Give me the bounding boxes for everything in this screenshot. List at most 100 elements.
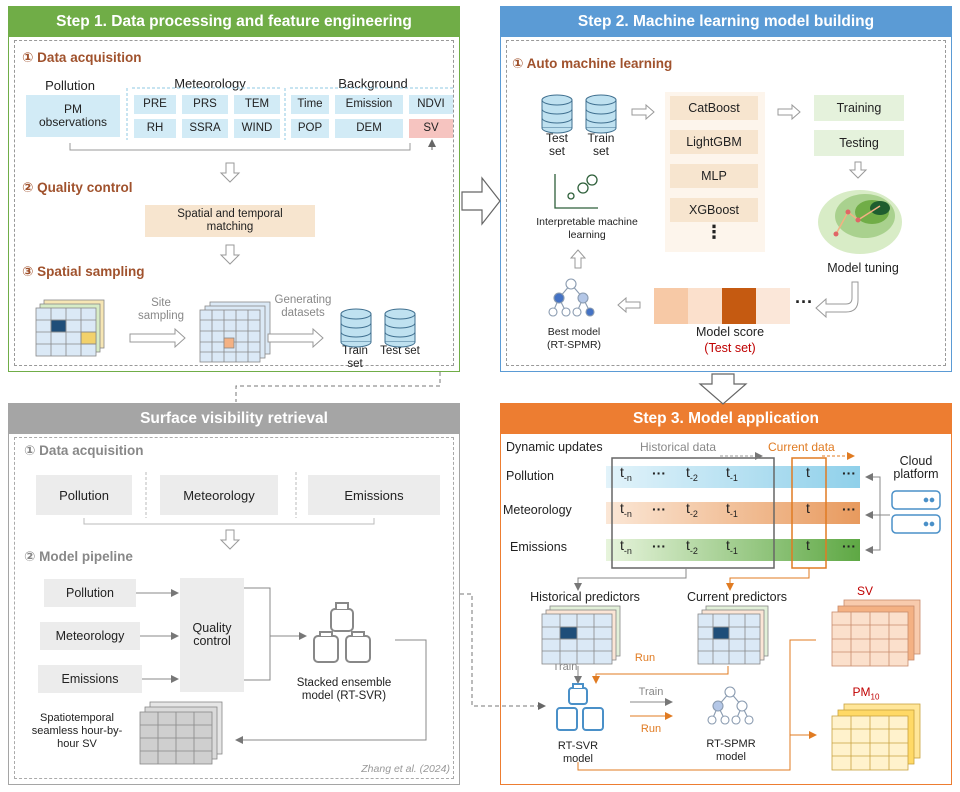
run-label-mid: Run bbox=[640, 723, 662, 735]
step1-separators bbox=[126, 87, 455, 140]
cloud-server-icon bbox=[891, 490, 941, 534]
pm10-output-label: PM10 bbox=[846, 686, 886, 703]
t-label: t-n bbox=[620, 500, 632, 519]
bg-var-sv: SV bbox=[409, 119, 453, 138]
model-score-test-set: (Test set) bbox=[704, 341, 756, 355]
svr-connector bbox=[235, 372, 441, 402]
t-label: t-1 bbox=[726, 500, 738, 519]
step1-down-arrows bbox=[219, 162, 241, 265]
svr-bracket bbox=[83, 518, 375, 525]
grid-stack-left bbox=[35, 299, 105, 357]
step2-to-step3-arrow bbox=[698, 373, 748, 405]
model-tuning-icon bbox=[818, 190, 902, 254]
t-dots: ··· bbox=[842, 465, 856, 481]
svr-acq-emissions: Emissions bbox=[308, 475, 440, 515]
t-label: t bbox=[806, 500, 810, 516]
rt-spmr-label: RT-SPMR model bbox=[706, 738, 756, 763]
best-model-label: Best model (RT-SPMR) bbox=[546, 326, 602, 351]
model-vdots: ⋮ bbox=[705, 222, 723, 242]
grid-stack-middle bbox=[199, 301, 271, 363]
step3-panel: Step 3. Model application bbox=[500, 403, 952, 785]
citation: Zhang et al. (2024) bbox=[361, 763, 450, 775]
seamless-sv-stack bbox=[139, 701, 223, 765]
current-predictors-label: Current predictors bbox=[686, 590, 788, 604]
step3-header: Step 3. Model application bbox=[501, 404, 951, 434]
database-icon-step2-test bbox=[541, 94, 573, 134]
step1-title: Step 1. Data processing and feature engi… bbox=[56, 13, 412, 30]
row-pollution-label: Pollution bbox=[506, 469, 554, 483]
historical-predictors-label: Historical predictors bbox=[530, 590, 640, 604]
row-band-pollution bbox=[606, 466, 860, 488]
database-icon-train bbox=[340, 308, 372, 348]
sv-output-label: SV bbox=[856, 584, 873, 598]
pm-observations-box: PM observations bbox=[26, 95, 120, 137]
t-label: t-2 bbox=[686, 537, 698, 556]
score-cell-1 bbox=[654, 288, 688, 324]
bg-var-dem: DEM bbox=[335, 119, 403, 138]
interpretable-ml-icon bbox=[554, 174, 598, 209]
database-icon-test bbox=[384, 308, 416, 348]
generating-datasets-label: Generating datasets bbox=[274, 294, 332, 319]
met-var-wind: WIND bbox=[234, 119, 280, 138]
best-model-icon bbox=[548, 278, 595, 317]
database-icon-step2-train bbox=[585, 94, 617, 134]
met-var-rh: RH bbox=[134, 119, 176, 138]
step2-auto-title: ① Auto machine learning bbox=[512, 56, 673, 71]
svr-title: Surface visibility retrieval bbox=[140, 410, 328, 427]
site-sampling-arrow bbox=[129, 327, 186, 349]
step2-title: Step 2. Machine learning model building bbox=[577, 13, 875, 30]
spatial-temporal-matching-box: Spatial and temporal matching bbox=[145, 205, 315, 237]
svr-inner-border bbox=[14, 437, 454, 779]
current-window bbox=[791, 457, 827, 569]
sv-output-stack bbox=[831, 599, 921, 667]
stacked-ensemble-icon bbox=[313, 602, 371, 663]
step1-acq-title: ① Data acquisition bbox=[22, 50, 142, 65]
historical-window bbox=[611, 457, 775, 569]
hist-to-predictors bbox=[574, 568, 687, 591]
bg-var-time: Time bbox=[291, 95, 329, 114]
acq-bracket bbox=[69, 143, 411, 151]
step3-title: Step 3. Model application bbox=[632, 410, 820, 427]
current-predictors-grid bbox=[697, 605, 769, 665]
interpretable-ml-label: Interpretable machine learning bbox=[536, 216, 638, 241]
row-band-emissions bbox=[606, 539, 860, 561]
score-dots: ··· bbox=[795, 292, 813, 312]
score-cell-3 bbox=[722, 288, 756, 324]
step1-panel: Step 1. Data processing and feature engi… bbox=[8, 6, 460, 372]
svr-pipe-arrows bbox=[136, 589, 179, 683]
svr-acq-meteorology: Meteorology bbox=[160, 475, 278, 515]
pm-text: PM bbox=[852, 685, 871, 699]
stacked-ensemble-label: Stacked ensemble model (RT-SVR) bbox=[296, 677, 392, 702]
bg-var-ndvi: NDVI bbox=[409, 95, 453, 114]
row-band-meteorology bbox=[606, 502, 860, 524]
pm10-output-stack bbox=[831, 703, 921, 771]
cloud-platform-label: Cloud platform bbox=[893, 454, 939, 481]
rt-spmr-icon bbox=[707, 686, 754, 725]
met-var-ssra: SSRA bbox=[182, 119, 228, 138]
step1-qc-title: ② Quality control bbox=[22, 180, 133, 195]
background-head: Background bbox=[338, 76, 408, 91]
score-bar bbox=[654, 288, 790, 324]
step1-inner-border bbox=[14, 40, 454, 366]
t-label: t-n bbox=[620, 464, 632, 483]
pm-sub: 10 bbox=[870, 692, 880, 702]
t-dots: ··· bbox=[842, 538, 856, 554]
model-score-label: Model score bbox=[695, 325, 765, 339]
row-meteorology-label: Meteorology bbox=[503, 503, 572, 517]
qc-to-stacked-lines bbox=[244, 587, 306, 681]
step1-test-set: Test set bbox=[380, 345, 420, 357]
testing-box: Testing bbox=[814, 130, 904, 156]
tuning-to-score-arrow bbox=[815, 281, 859, 319]
pipe-pollution: Pollution bbox=[44, 579, 136, 607]
step1-train-set: Train set bbox=[342, 345, 368, 370]
met-var-prs: PRS bbox=[182, 95, 228, 114]
model-catboost: CatBoost bbox=[670, 96, 758, 120]
step2-train-set: Train set bbox=[587, 131, 615, 158]
historical-data-label: Historical data bbox=[640, 440, 717, 454]
rt-svr-label: RT-SVR model bbox=[557, 740, 599, 765]
step2-inner-border bbox=[506, 40, 946, 366]
t-label: t-2 bbox=[686, 464, 698, 483]
score-cell-4 bbox=[756, 288, 790, 324]
step1-sampling-title: ③ Spatial sampling bbox=[22, 264, 145, 279]
